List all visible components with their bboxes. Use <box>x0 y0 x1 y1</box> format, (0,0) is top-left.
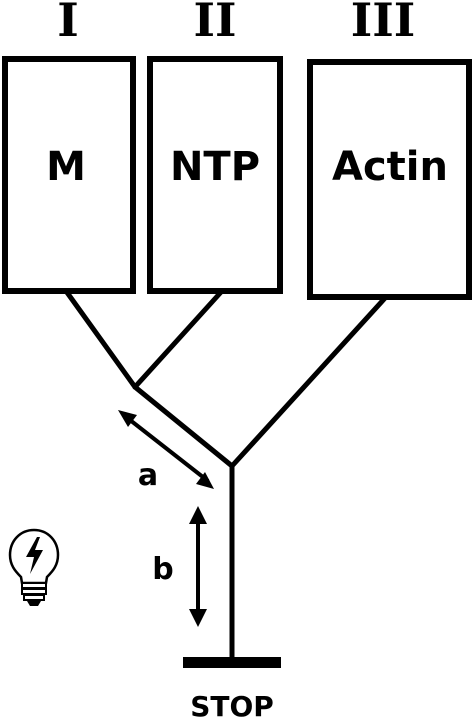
numeral-ii: II <box>193 0 236 47</box>
numeral-i: I <box>57 0 79 47</box>
stop-label: STOP <box>190 690 274 722</box>
branch-m <box>63 288 138 390</box>
lightning-bolt <box>26 537 43 574</box>
numeral-iii: III <box>351 0 416 47</box>
box-actin <box>307 59 472 300</box>
box-label-actin: Actin <box>332 144 448 190</box>
branch-actin <box>229 294 389 469</box>
arrow-a <box>118 410 214 489</box>
box-ntp <box>147 56 283 294</box>
label-b: b <box>152 552 173 587</box>
branch-ntp <box>132 288 225 390</box>
box-label-m: M <box>46 144 86 190</box>
lightbulb-icon <box>8 528 60 606</box>
label-a: a <box>138 458 158 493</box>
arrow-b <box>189 506 207 627</box>
branch-m-ntp-stem <box>132 384 235 469</box>
box-label-ntp: NTP <box>170 144 260 190</box>
box-m <box>2 56 136 294</box>
stop-bar <box>183 657 281 668</box>
